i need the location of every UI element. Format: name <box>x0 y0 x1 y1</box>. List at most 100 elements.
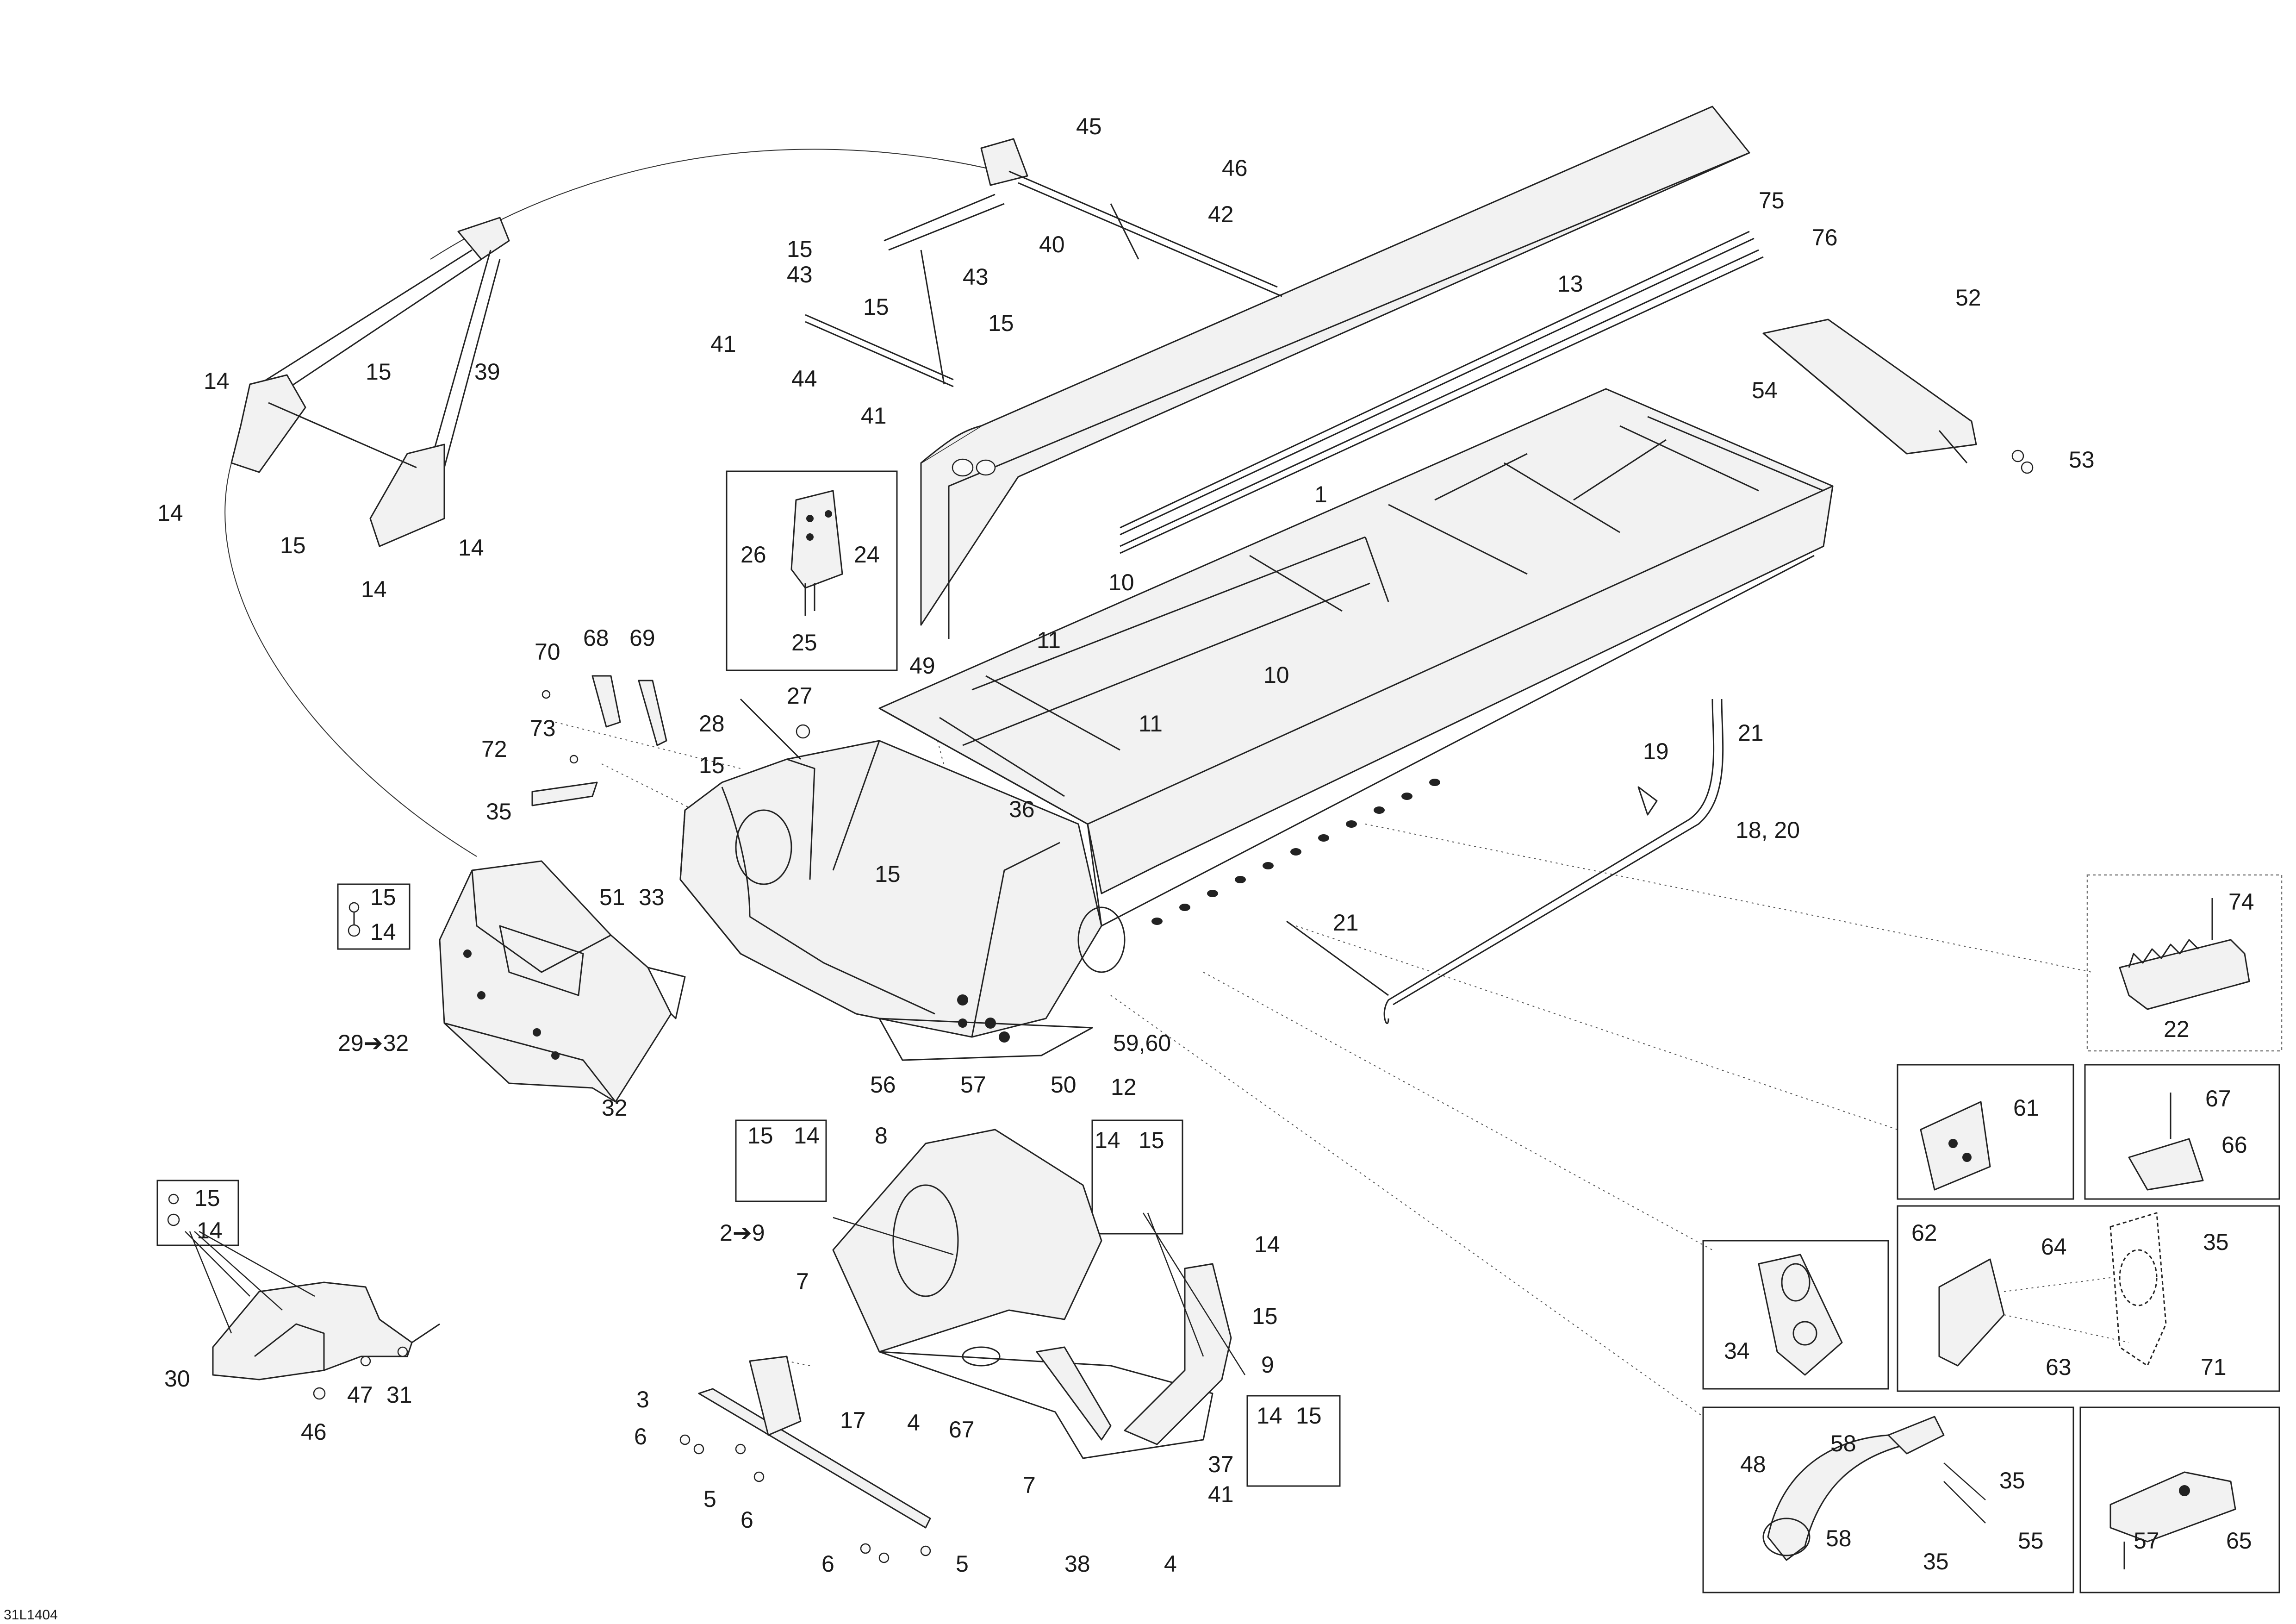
callout-49: 49 <box>909 653 935 679</box>
tunnel-cover-13 <box>920 106 1750 639</box>
callout-9: 9 <box>1261 1352 1274 1378</box>
callout-61: 61 <box>2013 1095 2039 1121</box>
rear-bracket-52 <box>1762 319 2034 474</box>
callout-labels: 45 46 42 15 43 15 40 43 15 41 44 41 13 7… <box>4 113 2254 1623</box>
callout-5: 5 <box>703 1486 716 1512</box>
small-brackets <box>531 675 810 806</box>
rails-75-76 <box>1120 231 1764 554</box>
callout-55: 55 <box>2018 1528 2044 1554</box>
callout-57: 57 <box>2134 1528 2159 1554</box>
callout-22: 22 <box>2164 1016 2190 1042</box>
box-62-64 <box>1897 1205 2280 1392</box>
callout-15: 15 <box>1296 1403 1322 1429</box>
callout-39: 39 <box>474 359 500 385</box>
callout-1: 1 <box>1314 481 1327 507</box>
callout-50: 50 <box>1051 1072 1076 1098</box>
callout-7: 7 <box>1023 1472 1036 1498</box>
callout-72: 72 <box>481 736 507 762</box>
callout-67: 67 <box>949 1417 975 1443</box>
callout-51: 51 <box>599 884 625 910</box>
callout-25: 25 <box>791 630 817 656</box>
bracket-30-31 <box>185 1230 440 1400</box>
callout-64: 64 <box>2041 1234 2067 1260</box>
callout-17: 17 <box>840 1407 866 1433</box>
callout-28: 28 <box>699 711 725 737</box>
callout-15: 15 <box>1139 1127 1164 1153</box>
callout-14: 14 <box>157 500 183 526</box>
callout-11: 11 <box>1037 627 1061 653</box>
box-22-74 <box>2086 874 2283 1052</box>
callout-21: 21 <box>1738 720 1764 746</box>
box-61 <box>1897 1064 2074 1200</box>
callout-14: 14 <box>197 1218 223 1243</box>
callout-42: 42 <box>1208 201 1234 227</box>
callout-14: 14 <box>1257 1403 1282 1429</box>
callout-14: 14 <box>458 535 484 561</box>
callout-67: 67 <box>2205 1086 2231 1112</box>
callout-6: 6 <box>821 1551 834 1577</box>
callout-15: 15 <box>194 1185 220 1211</box>
callout-15: 15 <box>366 359 392 385</box>
callout-66: 66 <box>2221 1132 2247 1158</box>
callout-40: 40 <box>1039 231 1065 257</box>
callout-35: 35 <box>486 799 512 824</box>
callout-14: 14 <box>1095 1127 1120 1153</box>
callout-14: 14 <box>361 576 387 602</box>
callout-74: 74 <box>2228 889 2254 915</box>
callout-11: 11 <box>1139 711 1163 737</box>
callout-29-32: 29➔32 <box>338 1030 409 1056</box>
inset-24-26 <box>726 470 898 671</box>
callout-6: 6 <box>740 1507 753 1533</box>
callout-35: 35 <box>2203 1229 2229 1255</box>
callout-3: 3 <box>636 1387 649 1412</box>
callout-13: 13 <box>1557 271 1583 297</box>
callout-44: 44 <box>791 366 817 392</box>
callout-32: 32 <box>602 1095 628 1121</box>
callout-2-9: 2➔9 <box>720 1220 765 1246</box>
upper-column-40-44 <box>805 138 1282 387</box>
box-15-14-a <box>337 883 411 950</box>
callout-34: 34 <box>1724 1338 1750 1364</box>
box-66-67 <box>2084 1064 2280 1200</box>
callout-12: 12 <box>1111 1074 1137 1100</box>
callout-71: 71 <box>2201 1354 2227 1380</box>
callout-68: 68 <box>583 625 609 651</box>
callout-43: 43 <box>787 262 813 287</box>
callout-48: 48 <box>1740 1451 1766 1477</box>
callout-15: 15 <box>370 884 396 910</box>
callout-76: 76 <box>1812 225 1838 250</box>
callout-43: 43 <box>963 264 989 290</box>
box-34 <box>1702 1240 1889 1390</box>
callout-15: 15 <box>988 310 1014 336</box>
callout-21: 21 <box>1333 910 1359 936</box>
callout-54: 54 <box>1752 377 1778 403</box>
callout-47: 47 <box>347 1382 373 1408</box>
callout-14: 14 <box>204 368 230 394</box>
callout-52: 52 <box>1955 285 1981 311</box>
callout-15: 15 <box>787 236 813 262</box>
callout-35: 35 <box>1999 1468 2025 1493</box>
callout-53: 53 <box>2069 447 2095 473</box>
callout-14: 14 <box>370 919 396 945</box>
callout-24: 24 <box>854 542 880 568</box>
callout-10: 10 <box>1108 569 1134 595</box>
callout-37: 37 <box>1208 1451 1234 1477</box>
callout-15: 15 <box>1252 1303 1278 1329</box>
steering-support-39 <box>230 217 510 547</box>
callout-38: 38 <box>1064 1551 1090 1577</box>
callout-27: 27 <box>787 683 813 709</box>
callout-73: 73 <box>530 715 556 741</box>
tunnel-holes <box>1151 779 1440 925</box>
callout-31: 31 <box>386 1382 412 1408</box>
callout-15: 15 <box>747 1123 773 1149</box>
callout-7: 7 <box>796 1268 809 1294</box>
callout-4: 4 <box>1164 1551 1177 1577</box>
front-frame-12 <box>679 740 1126 1061</box>
callout-41: 41 <box>710 331 736 357</box>
callout-35: 35 <box>1923 1549 1949 1574</box>
side-rail-3-17 <box>679 1355 931 1563</box>
callout-65: 65 <box>2226 1528 2252 1554</box>
callout-4: 4 <box>907 1410 920 1436</box>
callout-15: 15 <box>863 294 889 320</box>
callout-30: 30 <box>164 1366 190 1392</box>
